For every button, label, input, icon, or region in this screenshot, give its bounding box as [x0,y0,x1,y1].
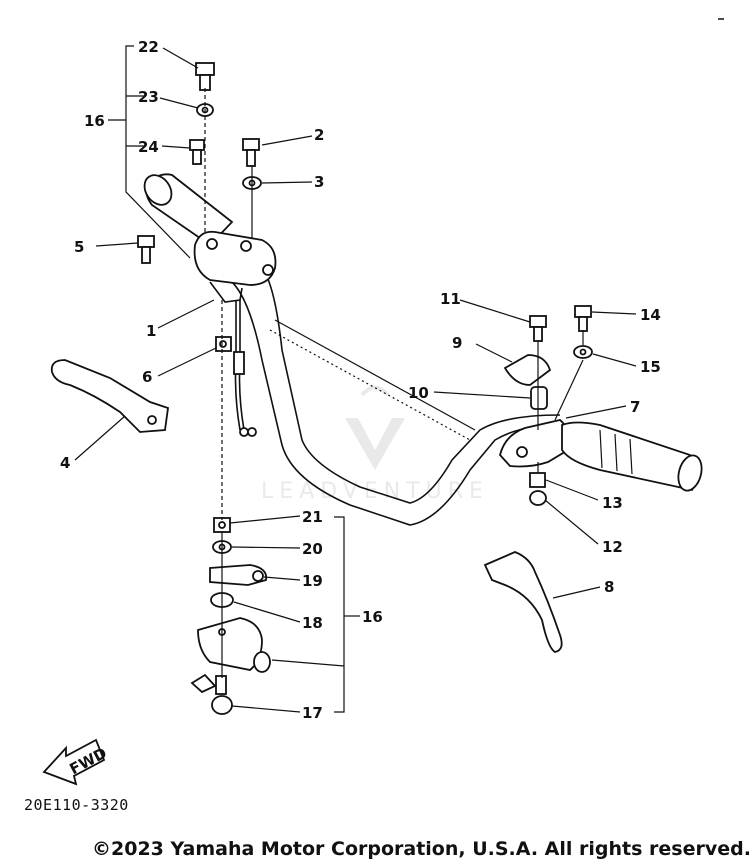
nut-12 [529,490,547,506]
bolt-24 [189,139,205,165]
bolt-11 [529,315,547,342]
bracket-16-lower [334,516,360,713]
bracket-16-upper [108,45,191,259]
callout-17: 17 [302,704,323,722]
lever-4 [50,359,169,433]
callout-9: 9 [452,334,462,352]
nut-21 [213,517,231,533]
clamp-16 [197,617,271,673]
left-lever-holder [193,230,277,303]
callout-2: 2 [314,126,324,144]
callout-10: 10 [408,384,429,402]
callout-15: 15 [640,358,661,376]
collar-10 [530,386,548,410]
handlebar [231,267,561,526]
callout-1: 1 [146,322,156,340]
alignment-lines [204,88,584,678]
bolt-2 [242,138,260,167]
callout-20: 20 [302,540,323,558]
switch-wire [233,300,257,437]
left-grip [143,173,234,247]
callout-3: 3 [314,173,324,191]
callout-21: 21 [302,508,323,526]
nut-6 [215,336,232,352]
callout-16-upper: 16 [84,112,105,130]
callout-labels: 22 23 16 24 2 3 5 1 6 4 11 14 9 15 10 7 … [60,38,661,722]
callout-6: 6 [142,368,152,386]
right-lever-holder [499,419,570,468]
callout-8: 8 [604,578,614,596]
callout-14: 14 [640,306,661,324]
plate-19 [209,564,268,586]
adjuster-17 [190,673,233,715]
drawing-code: 20E110-3320 [24,796,129,814]
callout-19: 19 [302,572,323,590]
bolt-14 [574,305,592,332]
copyright-notice: ©2023 Yamaha Motor Corporation, U.S.A. A… [92,838,750,860]
callout-23: 23 [138,88,159,106]
callout-5: 5 [74,238,84,256]
leader-lines [74,47,637,713]
lever-8 [483,551,563,653]
callout-7: 7 [630,398,640,416]
callout-18: 18 [302,614,323,632]
callout-4: 4 [60,454,70,472]
bolt-22 [195,62,215,91]
callout-13: 13 [602,494,623,512]
fwd-arrow-icon: FWD [42,738,110,786]
callout-16-lower: 16 [362,608,383,626]
callout-11: 11 [440,290,461,308]
bolt-5 [137,235,155,264]
callout-24: 24 [138,138,159,156]
washer-15 [573,345,593,359]
bracket-9 [503,354,552,386]
callout-22: 22 [138,38,159,56]
nut-13 [529,472,546,488]
watermark: LEADVENTURE [261,385,483,504]
right-grip [561,421,703,492]
callout-12: 12 [602,538,623,556]
